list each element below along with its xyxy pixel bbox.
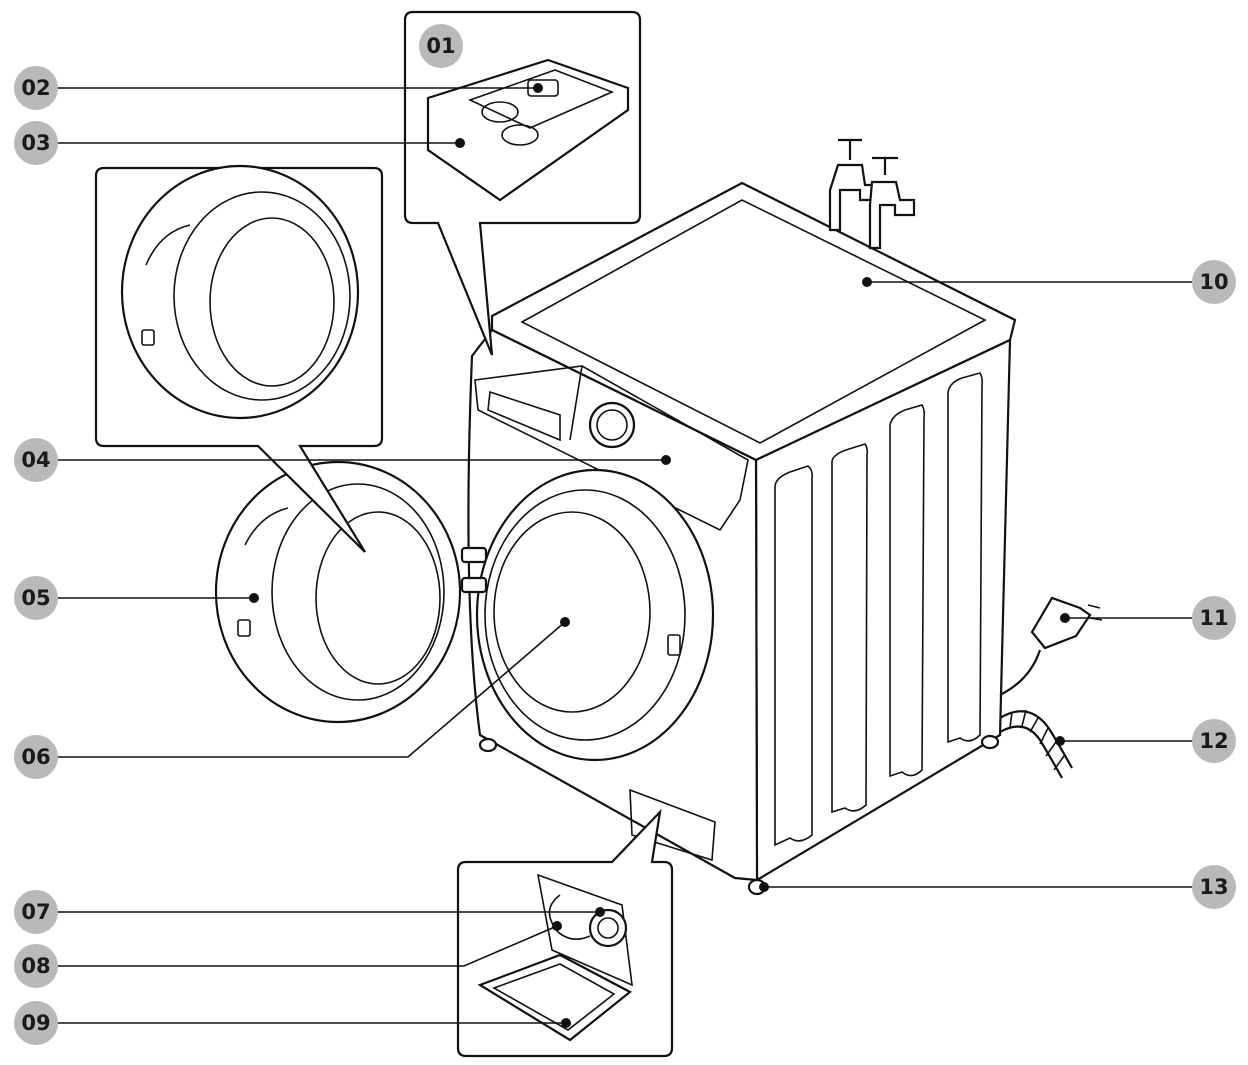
callout-08: 08 — [14, 944, 58, 988]
callout-02: 02 — [14, 66, 58, 110]
callout-13-label: 13 — [1199, 875, 1228, 899]
callout-09: 09 — [14, 1001, 58, 1045]
callout-04: 04 — [14, 438, 58, 482]
filter-inset — [456, 808, 674, 1058]
callout-09-label: 09 — [21, 1011, 50, 1035]
callout-03-label: 03 — [21, 131, 50, 155]
callout-10-label: 10 — [1199, 270, 1228, 294]
callout-02-label: 02 — [21, 76, 50, 100]
callout-08-label: 08 — [21, 954, 50, 978]
detergent-drawer-inset — [403, 10, 642, 356]
washing-machine — [467, 181, 1017, 896]
callout-11: 11 — [1192, 596, 1236, 640]
callout-05-label: 05 — [21, 586, 50, 610]
callout-10: 10 — [1192, 260, 1236, 304]
door-inset — [94, 164, 384, 553]
callout-12-label: 12 — [1199, 729, 1228, 753]
callout-07-label: 07 — [21, 900, 50, 924]
callout-03: 03 — [14, 121, 58, 165]
callout-12: 12 — [1192, 719, 1236, 763]
power-cord — [999, 596, 1103, 696]
callout-06-label: 06 — [21, 745, 50, 769]
callout-01: 01 — [419, 24, 463, 68]
callout-13: 13 — [1192, 865, 1236, 909]
callout-07: 07 — [14, 890, 58, 934]
callout-01-label: 01 — [426, 34, 455, 58]
drain-hose — [999, 709, 1073, 779]
open-door — [214, 460, 488, 724]
leader-lines — [56, 83, 1195, 1028]
callout-04-label: 04 — [21, 448, 50, 472]
callout-05: 05 — [14, 576, 58, 620]
callout-11-label: 11 — [1199, 606, 1228, 630]
water-taps — [828, 138, 916, 250]
callout-06: 06 — [14, 735, 58, 779]
